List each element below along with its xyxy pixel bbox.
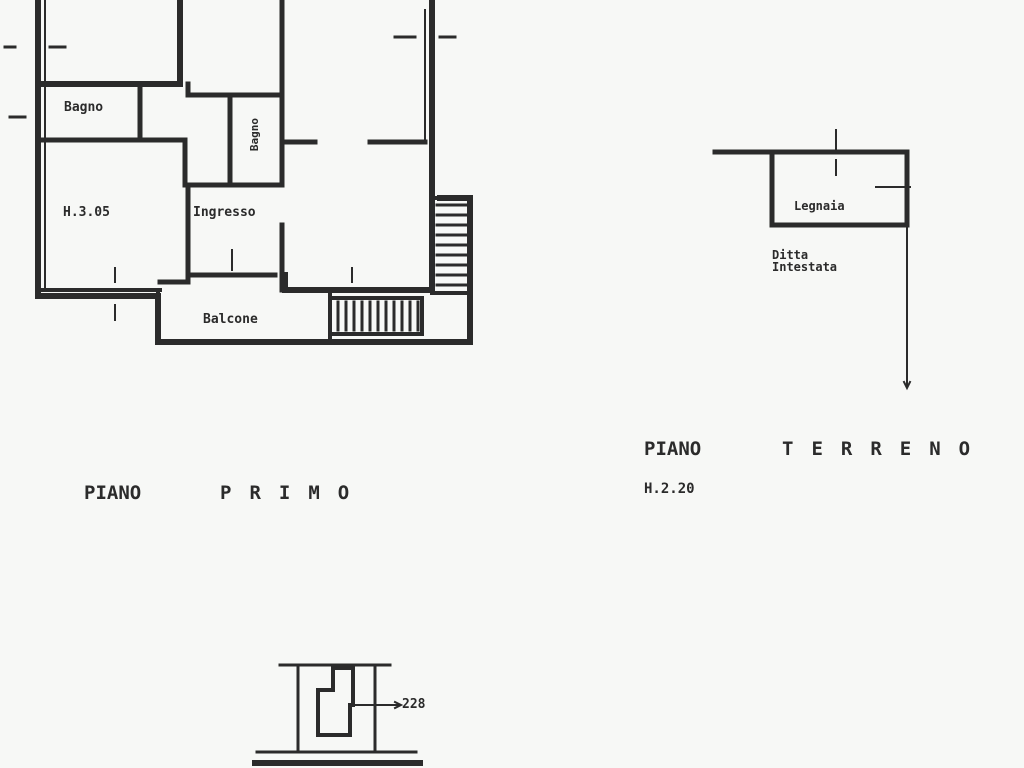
plan-title-piano-terreno: PIANO [644, 438, 702, 460]
owner-label: Ditta Intestata [772, 249, 837, 273]
room-label-balcone: Balcone [203, 312, 258, 327]
ceiling-height-label: H.3.05 [63, 205, 110, 220]
plan-title-terreno: TERRENO [782, 438, 989, 460]
room-label-bagno: Bagno [64, 100, 104, 115]
site-dimension-label: 228 [402, 697, 426, 712]
plan-title-primo: PRIMO [220, 482, 368, 504]
owner-label-line1: Ditta [772, 248, 809, 262]
room-label-ingresso: Ingresso [193, 205, 256, 220]
room-label-legnaia: Legnaia [794, 199, 845, 213]
plan-title-piano: PIANO [84, 482, 142, 504]
room-label-bagno-vertical: Bagno [248, 118, 261, 152]
ceiling-height-terreno: H.2.20 [644, 481, 695, 497]
owner-label-line2: Intestata [772, 260, 838, 274]
